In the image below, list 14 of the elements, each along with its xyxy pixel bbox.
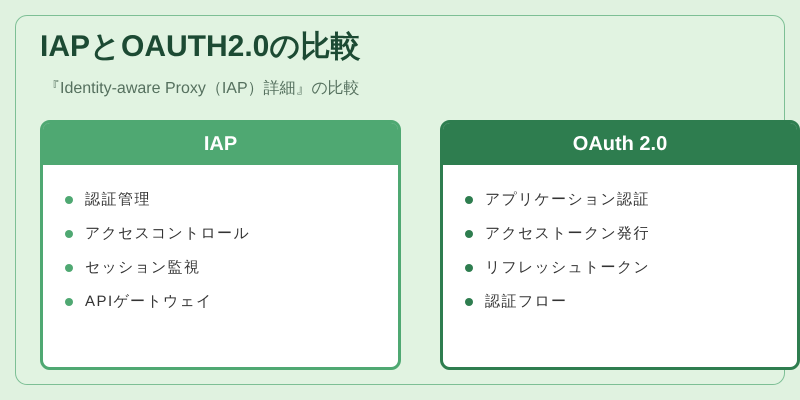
list-item-text: APIゲートウェイ [85, 292, 213, 312]
list-item-text: 認証フロー [485, 292, 568, 312]
list-item-text: アプリケーション認証 [485, 190, 650, 210]
title: IAPとOAUTH2.0の比較 [40, 29, 360, 65]
list-item-text: 認証管理 [85, 190, 151, 210]
comparison-card [440, 120, 800, 370]
list-item-text: リフレッシュトークン [485, 258, 650, 278]
subtitle: 『Identity-aware Proxy（IAP）詳細』の比較 [44, 78, 360, 99]
list-item-text: アクセスコントロール [85, 224, 250, 244]
card-header: IAP [43, 123, 398, 165]
card-header: OAuth 2.0 [443, 123, 797, 165]
comparison-card [40, 120, 401, 370]
list-item-text: セッション監視 [85, 258, 200, 278]
list-item-text: アクセストークン発行 [485, 224, 650, 244]
